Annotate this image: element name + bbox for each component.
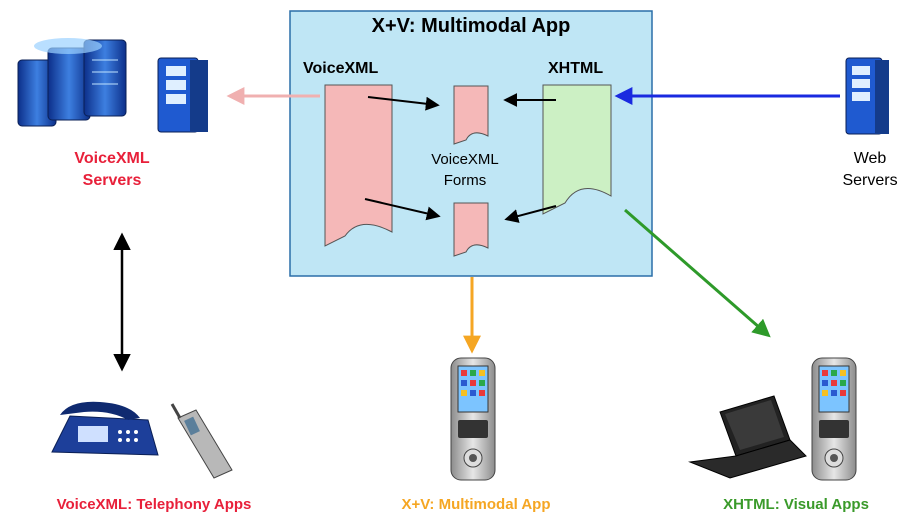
voicexml-form-top xyxy=(453,85,489,145)
arrow-voicexml-to-form-bottom xyxy=(364,198,441,221)
telephony-apps-label: VoiceXML: Telephony Apps xyxy=(56,496,252,513)
voicexml-document xyxy=(324,84,393,247)
voicexml-form-bottom xyxy=(453,202,489,257)
web-servers-line2: Servers xyxy=(842,172,898,189)
voicexml-forms-line1: VoiceXML xyxy=(431,151,499,168)
web-server-icon xyxy=(845,57,889,135)
arrow-voicexml-to-form-top xyxy=(367,96,440,111)
mobile-phone-icon xyxy=(170,403,233,479)
server-tower-icon xyxy=(157,57,208,133)
voicexml-servers-line1: VoiceXML xyxy=(74,150,150,167)
voicexml-servers-line2: Servers xyxy=(82,172,142,189)
arrow-xhtml-to-form-bottom xyxy=(504,205,557,223)
voicexml-forms-label: VoiceXML Forms xyxy=(405,149,525,191)
arrow-to-visual-apps xyxy=(624,208,771,338)
pda-icon xyxy=(450,357,496,481)
laptop-icon xyxy=(688,395,807,479)
visual-apps-label: XHTML: Visual Apps xyxy=(723,496,869,513)
pda-visual-icon xyxy=(811,357,857,481)
diagram-title: X+V: Multimodal App xyxy=(371,15,571,37)
web-servers-label: Web Servers xyxy=(826,148,914,192)
xhtml-document xyxy=(542,84,612,215)
server-rack-icon xyxy=(17,38,127,127)
voicexml-servers-label: VoiceXML Servers xyxy=(52,148,172,192)
xhtml-label: XHTML xyxy=(548,60,604,77)
voicexml-forms-line2: Forms xyxy=(443,172,487,189)
voicexml-label: VoiceXML xyxy=(303,60,379,77)
multimodal-app-label: X+V: Multimodal App xyxy=(401,496,551,513)
desk-phone-icon xyxy=(51,401,159,456)
web-servers-line1: Web xyxy=(853,150,887,167)
